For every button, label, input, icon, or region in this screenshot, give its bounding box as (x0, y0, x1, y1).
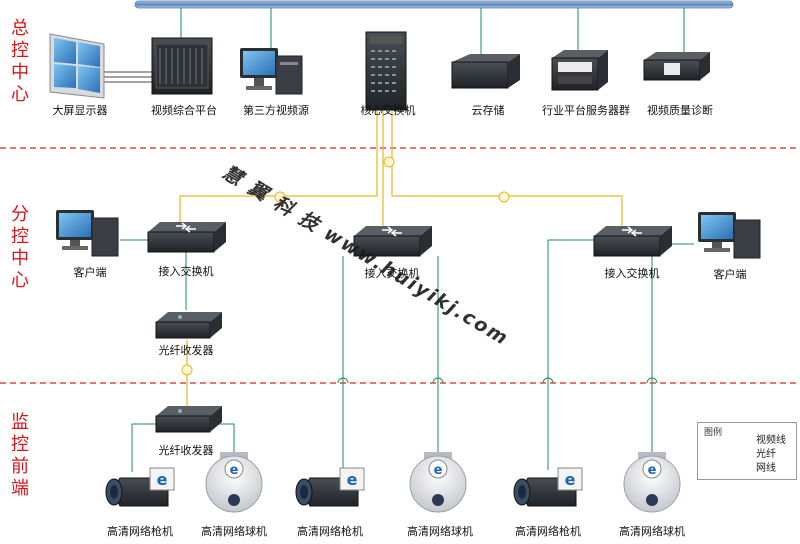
label-quality-diagnosis: 视频质量诊断 (647, 104, 713, 117)
svg-text:e: e (230, 463, 239, 478)
label-client-right: 客户端 (713, 268, 747, 281)
legend-title: 图例 (704, 428, 723, 438)
label-access-switch-right: 接入交换机 (604, 267, 660, 280)
bullet-camera-3: e (513, 467, 583, 507)
video-platform-chassis (151, 37, 213, 95)
label-transceiver-bottom: 光纤收发器 (158, 444, 214, 457)
svg-text:e: e (434, 463, 443, 478)
label-client-left: 客户端 (73, 266, 107, 279)
fiber-markers (181, 156, 510, 376)
access-switch-left (147, 222, 226, 253)
third-party-pc (240, 48, 303, 95)
label-industry-servers: 行业平台服务器群 (542, 104, 630, 117)
label-dome-cam-2: 高清网络球机 (407, 525, 473, 538)
label-video-platform: 视频综合平台 (151, 104, 217, 117)
label-core-switch: 核心交换机 (360, 104, 416, 117)
label-access-switch-left: 接入交换机 (158, 265, 214, 278)
label-bullet-cam-1: 高清网络枪机 (107, 525, 173, 538)
svg-text:e: e (157, 470, 168, 489)
legend-fiber: 光纤 (756, 449, 776, 460)
bullet-camera-2: e (295, 467, 365, 507)
client-pc-right (698, 212, 761, 259)
label-dome-cam-3: 高清网络球机 (619, 525, 685, 538)
label-third-party-source: 第三方视频源 (243, 104, 309, 117)
access-switch-right (593, 226, 672, 257)
dome-camera-2: e (409, 452, 467, 513)
label-bullet-cam-2: 高清网络枪机 (297, 525, 363, 538)
bullet-camera-1: e (105, 467, 175, 507)
backbone-bus (134, 0, 734, 9)
big-screen-display (49, 33, 105, 99)
label-access-switch-center: 接入交换机 (364, 267, 420, 280)
quality-diagnosis-server (643, 52, 710, 81)
legend-network: 网线 (756, 463, 776, 474)
fiber-transceiver-top (155, 312, 222, 339)
client-pc-left (56, 210, 119, 257)
cloud-storage-unit (451, 54, 520, 89)
core-switch-chassis (365, 31, 407, 111)
legend-box: 图例 视频线 光纤 网线 (697, 422, 797, 480)
zone-label-central: 总控中心 (11, 18, 29, 105)
fiber-transceiver-bottom (155, 406, 222, 433)
svg-text:e: e (565, 470, 576, 489)
label-bullet-cam-3: 高清网络枪机 (515, 525, 581, 538)
access-switch-center (353, 226, 432, 257)
video-lines (100, 71, 152, 83)
svg-text:e: e (648, 463, 657, 478)
label-cloud-storage: 云存储 (471, 104, 505, 117)
zone-label-branch: 分控中心 (11, 204, 29, 291)
legend-video-line: 视频线 (756, 435, 786, 446)
label-dome-cam-1: 高清网络球机 (201, 525, 267, 538)
industry-server-rack (551, 50, 608, 91)
label-transceiver-top: 光纤收发器 (158, 344, 214, 357)
svg-text:e: e (347, 470, 358, 489)
dome-camera-3: e (623, 452, 681, 513)
zone-label-front: 监控前端 (11, 412, 29, 499)
dome-camera-1: e (205, 452, 263, 513)
label-big-screen: 大屏显示器 (52, 104, 108, 117)
